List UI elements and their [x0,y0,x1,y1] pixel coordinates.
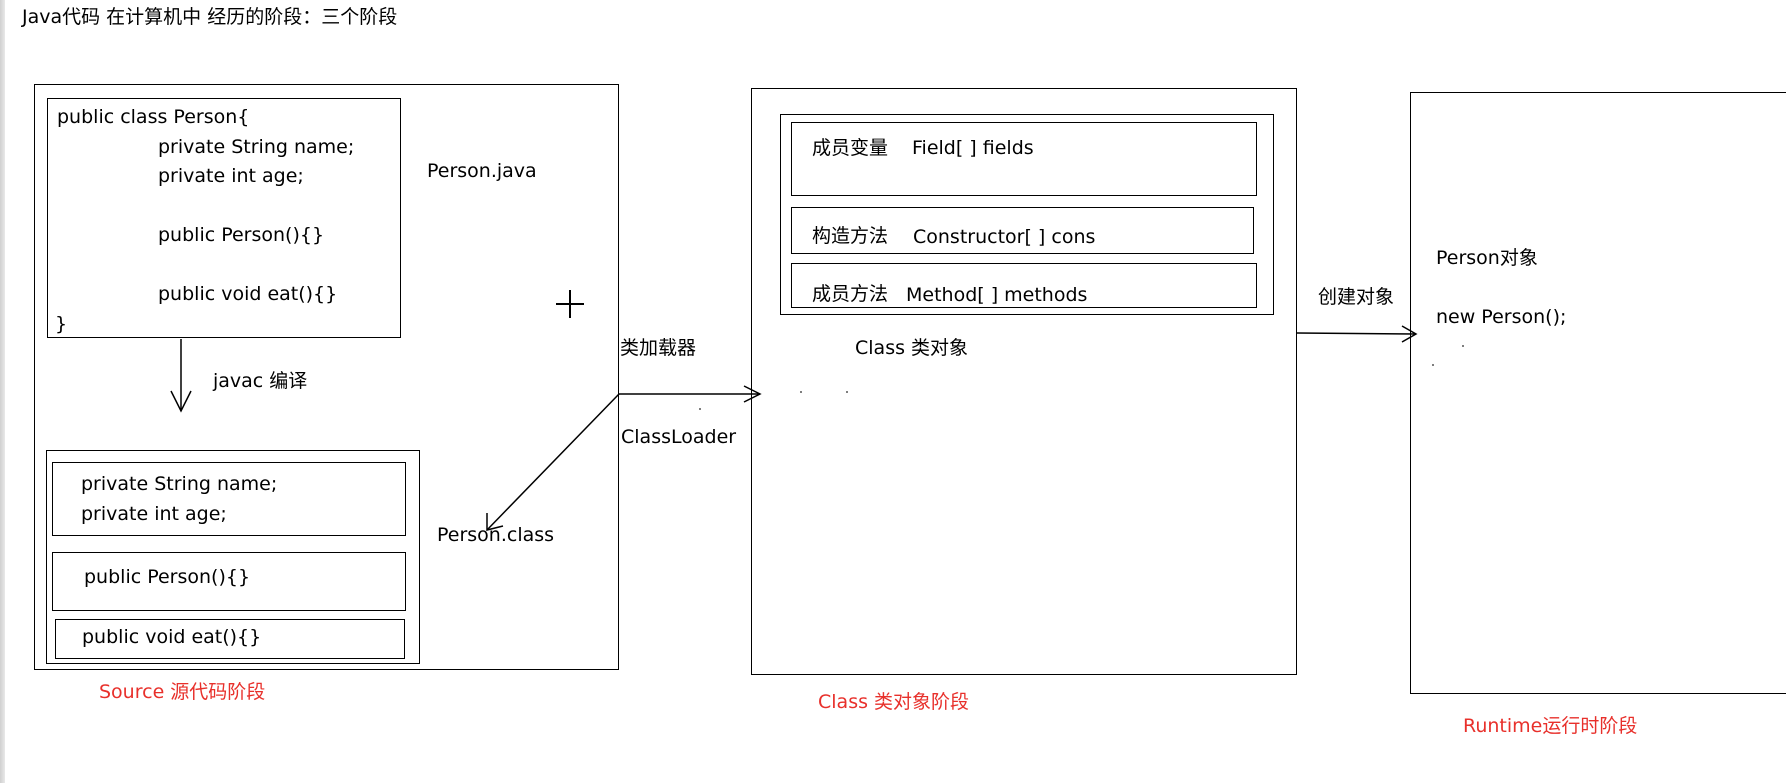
person-object-label: Person对象 [1436,247,1538,269]
code-line-field-name: private String name; [158,136,355,158]
person-class-label: Person.class [437,524,555,546]
source-stage-box [34,84,619,670]
fields-row-label-cn: 成员变量 [812,137,889,159]
methods-row-label-en: Method[ ] methods [906,284,1088,306]
fields-row [791,122,1257,196]
class-object-box [780,114,1274,315]
classloader-to-class-file-line [486,393,620,531]
code-line-field-age: private int age; [158,165,304,187]
class-stage-label: Class 类对象阶段 [818,691,970,713]
class-file-box [46,450,420,664]
fields-row-label-en: Field[ ] fields [912,137,1034,159]
javac-compile-label: javac 编译 [213,370,308,392]
code-line-method: public void eat(){} [158,283,338,305]
class-file-constructor: public Person(){} [84,566,251,588]
page-title: Java代码 在计算机中 经历的阶段：三个阶段 [22,6,398,28]
constructors-row-label-en: Constructor[ ] cons [913,226,1096,248]
code-line-class-decl: public class Person{ [57,106,250,128]
new-person-expression: new Person(); [1436,306,1567,328]
class-file-constructor-section [52,552,406,611]
constructors-row-label-cn: 构造方法 [812,225,889,247]
runtime-stage-box [1410,92,1786,694]
constructors-row [791,207,1254,254]
window-left-edge [0,0,5,783]
classloader-arrow-head [743,385,762,403]
classloader-to-class-file-head [486,513,504,531]
stray-dots [699,345,1464,410]
compile-arrow-head [170,390,192,413]
class-file-method: public void eat(){} [82,626,262,648]
methods-row-label-cn: 成员方法 [812,283,889,305]
crosshair-cursor-icon [556,290,584,318]
create-object-label: 创建对象 [1318,286,1395,308]
person-java-label: Person.java [427,160,537,182]
create-object-arrow-head [1401,325,1418,343]
class-file-fields-section [52,462,406,536]
source-stage-label: Source 源代码阶段 [99,681,266,703]
class-file-method-section [55,619,405,659]
methods-row [791,263,1257,308]
class-file-field-age: private int age; [81,503,227,525]
classloader-label-en: ClassLoader [621,426,737,448]
class-object-label: Class 类对象 [855,337,969,359]
class-file-field-name: private String name; [81,473,278,495]
code-line-closing-brace: } [55,313,68,335]
runtime-stage-label: Runtime运行时阶段 [1463,715,1638,737]
classloader-label-cn: 类加载器 [620,337,697,359]
java-source-code-box [47,98,401,338]
class-stage-box [751,88,1297,675]
code-line-constructor: public Person(){} [158,224,325,246]
create-object-arrow-line [1296,332,1417,335]
